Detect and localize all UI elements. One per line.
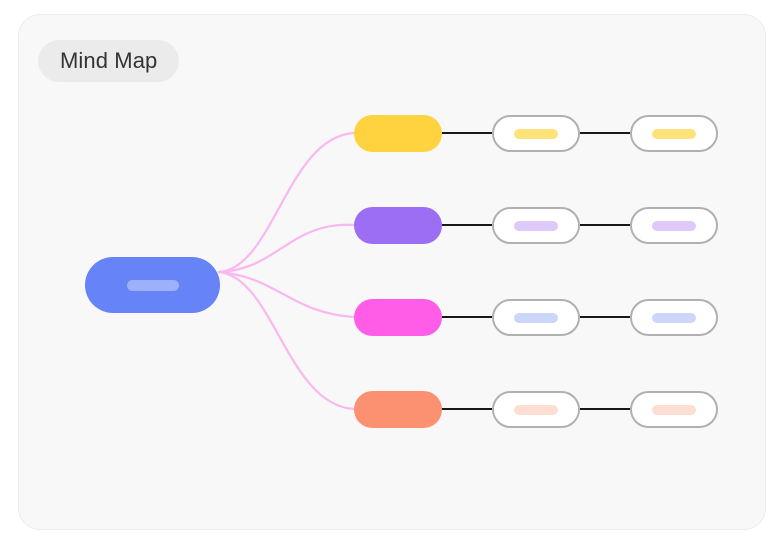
leaf-yellow-1[interactable] [492, 115, 580, 152]
page-title: Mind Map [60, 48, 158, 73]
leaf-yellow-1-placeholder-bar [514, 128, 558, 139]
leaf-purple-2-placeholder-bar [652, 220, 696, 231]
leaf-yellow-2-placeholder-bar [652, 128, 696, 139]
leaf-purple-2[interactable] [630, 207, 718, 244]
leaf-magenta-2-placeholder-bar [652, 312, 696, 323]
root-node-placeholder-bar [126, 279, 179, 291]
curve-to-purple [217, 223, 356, 274]
leaf-connector-lines [442, 132, 630, 410]
leaf-salmon-2[interactable] [630, 391, 718, 428]
leaf-magenta-2[interactable] [630, 299, 718, 336]
root-node[interactable] [85, 257, 220, 313]
branch-magenta[interactable] [354, 299, 442, 336]
leaf-magenta-1[interactable] [492, 299, 580, 336]
leaf-yellow-2[interactable] [630, 115, 718, 152]
leaf-purple-1-placeholder-bar [514, 220, 558, 231]
leaf-salmon-1[interactable] [492, 391, 580, 428]
page-title-badge: Mind Map [38, 40, 180, 82]
leaf-magenta-1-placeholder-bar [514, 312, 558, 323]
curve-to-yellow [217, 131, 356, 274]
curve-to-salmon [217, 270, 356, 411]
branch-purple[interactable] [354, 207, 442, 244]
branch-salmon[interactable] [354, 391, 442, 428]
curve-to-magenta [217, 270, 356, 319]
leaf-purple-1[interactable] [492, 207, 580, 244]
branch-yellow[interactable] [354, 115, 442, 152]
mindmap-canvas[interactable]: Mind Map [18, 14, 766, 530]
leaf-salmon-2-placeholder-bar [652, 404, 696, 415]
branch-curves [217, 131, 356, 411]
leaf-salmon-1-placeholder-bar [514, 404, 558, 415]
